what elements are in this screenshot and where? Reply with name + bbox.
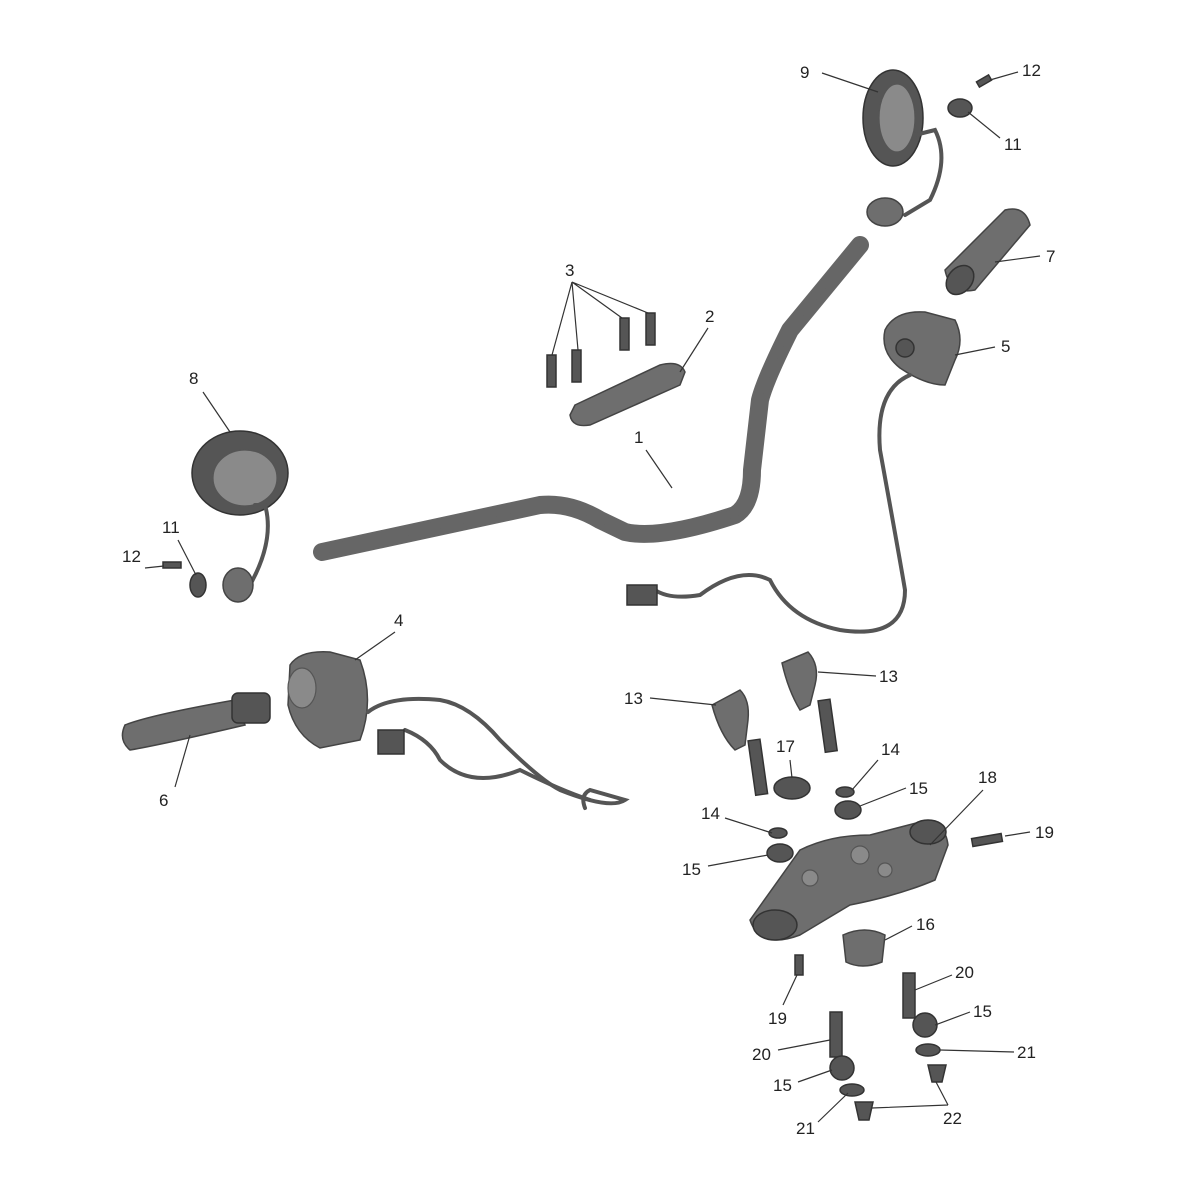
clamp-bolts-part-3[interactable] — [546, 312, 656, 388]
callout-2: 2 — [705, 307, 714, 326]
bush-part-15-left[interactable] — [766, 843, 794, 863]
callout-14-right: 14 — [881, 740, 900, 759]
switch-housing-left-part-4[interactable] — [287, 651, 630, 810]
riser-part-13-left[interactable] — [711, 689, 769, 797]
screw-part-12-left[interactable] — [162, 561, 182, 569]
leader-lines — [144, 71, 1041, 1123]
callout-20-left: 20 — [752, 1045, 771, 1064]
handlebar-part-1[interactable] — [313, 236, 869, 561]
washer-part-14-left[interactable] — [768, 827, 788, 839]
top-yoke-part-18[interactable] — [749, 819, 949, 941]
washer-part-11-left[interactable] — [189, 572, 207, 598]
mirror-right-part-9[interactable] — [862, 69, 944, 227]
callout-15-upper-left: 15 — [682, 860, 701, 879]
bolt-part-19-bottom[interactable] — [794, 954, 804, 976]
callout-18: 18 — [978, 768, 997, 787]
screw-part-12-right[interactable] — [975, 73, 993, 89]
callout-7: 7 — [1046, 247, 1055, 266]
nut-part-22-left[interactable] — [854, 1101, 874, 1121]
bush-part-16[interactable] — [842, 929, 886, 967]
switch-housing-right-part-5[interactable] — [626, 311, 961, 634]
callout-17: 17 — [776, 737, 795, 756]
callout-15-upper-right: 15 — [909, 779, 928, 798]
callout-20-right: 20 — [955, 963, 974, 982]
callout-19-right: 19 — [1035, 823, 1054, 842]
rubber-part-17[interactable] — [773, 776, 811, 800]
callout-13-right: 13 — [879, 667, 898, 686]
callout-12-right: 12 — [1022, 61, 1041, 80]
callout-11-left: 11 — [162, 518, 180, 537]
callout-14-left: 14 — [701, 804, 720, 823]
bush-part-15-lower-left[interactable] — [829, 1055, 855, 1081]
callout-21-right: 21 — [1017, 1043, 1036, 1062]
grip-right-part-7[interactable] — [941, 208, 1031, 300]
bush-part-15-lower-right[interactable] — [912, 1012, 938, 1038]
callout-15-lower-left: 15 — [773, 1076, 792, 1095]
callout-6: 6 — [159, 791, 168, 810]
callout-12-left: 12 — [122, 547, 141, 566]
callout-8: 8 — [189, 369, 198, 388]
callout-13-left: 13 — [624, 689, 643, 708]
stud-part-20-left[interactable] — [829, 1011, 843, 1058]
bush-part-15-right[interactable] — [834, 800, 862, 820]
bolt-part-19-right[interactable] — [970, 832, 1004, 848]
washer-part-14-right[interactable] — [835, 786, 855, 798]
callout-15-lower-right: 15 — [973, 1002, 992, 1021]
callout-16: 16 — [916, 915, 935, 934]
callout-5: 5 — [1001, 337, 1010, 356]
washer-part-21-right[interactable] — [915, 1043, 941, 1057]
riser-part-13-right[interactable] — [781, 651, 839, 754]
callout-21-left: 21 — [796, 1119, 815, 1138]
callout-19-bottom: 19 — [768, 1009, 787, 1028]
callout-4: 4 — [394, 611, 403, 630]
callout-3: 3 — [565, 261, 574, 280]
handlebar-clamp-part-2[interactable] — [569, 362, 686, 427]
mirror-left-part-8[interactable] — [191, 430, 289, 603]
grip-left-part-6[interactable] — [121, 692, 271, 751]
callout-11-right: 11 — [1004, 135, 1022, 154]
callout-9: 9 — [800, 63, 809, 82]
callout-1: 1 — [634, 428, 643, 447]
nut-part-22-right[interactable] — [927, 1064, 947, 1083]
washer-part-11-right[interactable] — [947, 98, 973, 118]
stud-part-20-right[interactable] — [902, 972, 916, 1019]
callout-22: 22 — [943, 1109, 962, 1128]
washer-part-21-left[interactable] — [839, 1083, 865, 1097]
